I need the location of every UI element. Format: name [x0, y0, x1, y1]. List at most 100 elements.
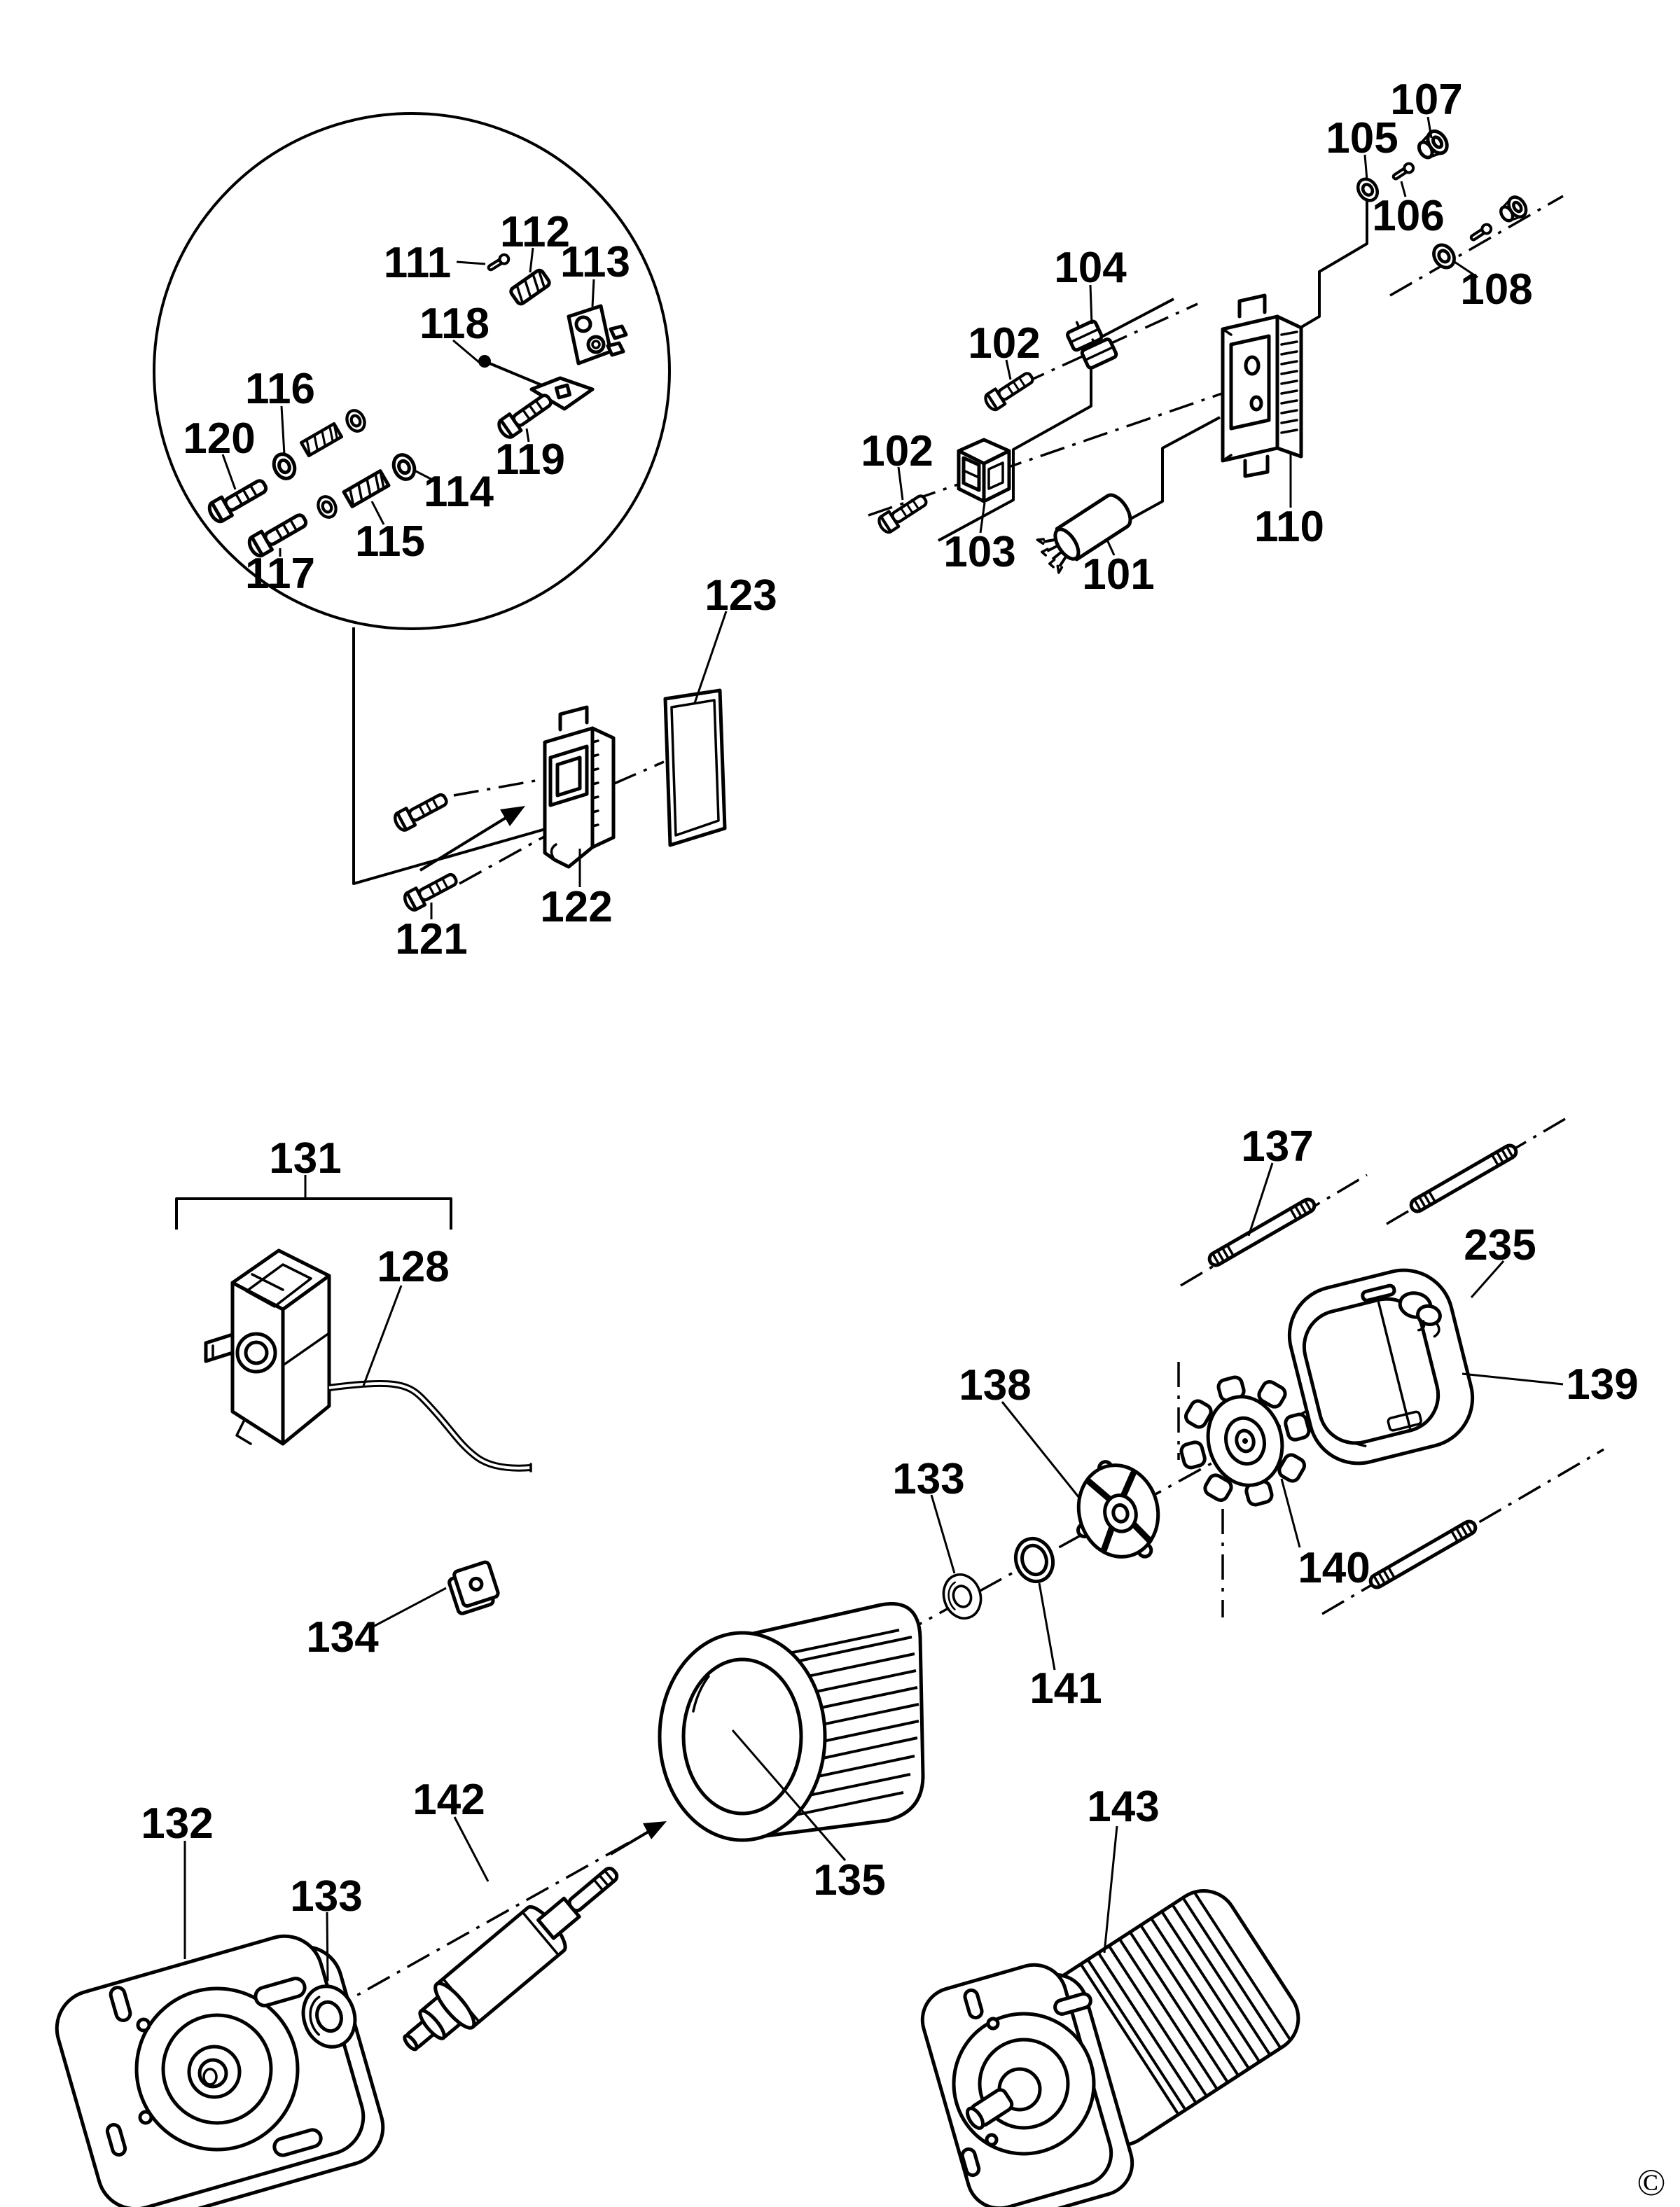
part-113-plate — [567, 304, 628, 365]
leader-134 — [373, 1587, 447, 1628]
part-label-105: 105 — [1326, 114, 1398, 162]
part-label-141: 141 — [1029, 1664, 1102, 1713]
part-133-bearing-upper — [936, 1568, 988, 1624]
part-label-106: 106 — [1372, 192, 1444, 240]
leader-142 — [453, 1816, 490, 1882]
panel-edge-left — [352, 627, 561, 885]
part-116-ring — [270, 451, 299, 482]
axis-103-110 — [868, 392, 1223, 517]
leader-108 — [1452, 259, 1478, 279]
part-label-132: 132 — [141, 1799, 213, 1848]
part-235-clip — [1398, 1291, 1442, 1338]
part-112-brush — [509, 268, 551, 306]
fan-blades — [1179, 1375, 1311, 1507]
part-label-138: 138 — [959, 1361, 1031, 1409]
part-143-motor — [920, 1888, 1300, 2207]
leader-128 — [362, 1285, 403, 1386]
leader-105 — [1363, 154, 1368, 181]
part-115-spring — [344, 471, 389, 507]
part-108-terminal-ring — [1430, 241, 1459, 271]
part-135-stator — [658, 1602, 925, 1842]
copyright-mark: © — [1637, 2161, 1665, 2203]
leader-112 — [529, 247, 534, 273]
part-label-114: 114 — [424, 468, 494, 516]
leader-116 — [280, 405, 286, 455]
leader-143 — [1103, 1825, 1118, 1954]
part-106-terminal — [1391, 162, 1415, 181]
leader-118 — [452, 339, 481, 365]
panel-staircase-a — [938, 298, 1174, 542]
part-118-lever — [478, 355, 595, 411]
part-label-123: 123 — [704, 571, 777, 620]
part-label-102-lower: 102 — [861, 427, 933, 475]
leader-113 — [591, 279, 595, 307]
leader-lines — [183, 116, 1564, 1982]
part-131-switch-box — [204, 1248, 331, 1446]
part-134-nut — [447, 1560, 500, 1615]
part-label-140: 140 — [1298, 1544, 1370, 1592]
part-137-stud-c — [1368, 1519, 1478, 1590]
leader-235 — [1470, 1260, 1505, 1298]
part-label-104: 104 — [1054, 244, 1127, 292]
leader-137 — [1247, 1162, 1274, 1237]
part-label-116: 116 — [245, 365, 315, 413]
leader-106 — [1400, 181, 1407, 197]
leader-133-upper — [930, 1494, 956, 1574]
axis-terminals-108 — [1389, 195, 1564, 297]
leader-140 — [1280, 1478, 1301, 1548]
part-label-133-lower: 133 — [290, 1872, 362, 1921]
part-142-rotor — [403, 1866, 619, 2052]
part-101-capacitor — [1036, 493, 1132, 574]
part-label-111: 111 — [384, 239, 452, 287]
part-137-stud-b — [1409, 1143, 1518, 1214]
part-label-137: 137 — [1241, 1122, 1313, 1171]
part-spring-upper — [301, 424, 342, 456]
leader-135 — [731, 1729, 847, 1861]
part-119-pin — [496, 391, 555, 440]
part-122-cover — [543, 705, 616, 869]
leader-139 — [1462, 1372, 1564, 1386]
part-label-134: 134 — [306, 1613, 379, 1662]
panel-staircase-b — [1106, 416, 1221, 534]
detail-balloon-group — [153, 112, 671, 885]
part-120-screw — [207, 475, 270, 524]
part-label-108: 108 — [1460, 265, 1532, 314]
leader-111 — [456, 260, 486, 265]
axis-121-upper — [453, 779, 540, 797]
part-label-101: 101 — [1082, 550, 1154, 599]
axis-122-to-123 — [612, 760, 665, 786]
leader-107 — [1426, 116, 1433, 139]
part-label-115: 115 — [355, 517, 425, 566]
leader-115 — [370, 501, 385, 525]
leader-102-lower — [897, 466, 904, 501]
assembly-arrow — [419, 806, 525, 872]
part-140-fan — [1179, 1375, 1311, 1507]
part-ring-upper — [344, 408, 368, 434]
part-123-gasket — [663, 688, 727, 847]
part-139-fan-cover — [1287, 1268, 1475, 1465]
leader-114 — [414, 469, 436, 482]
part-121-screw-a — [392, 790, 450, 833]
axis-121-lower — [459, 828, 557, 885]
part-label-235: 235 — [1464, 1221, 1536, 1269]
cover-assembly-group — [392, 688, 727, 912]
leader-102-upper — [1005, 359, 1012, 380]
part-label-133-upper: 133 — [892, 1455, 964, 1503]
leader-103 — [979, 502, 986, 534]
part-label-142: 142 — [412, 1776, 485, 1824]
part-110-switch-housing — [1221, 293, 1303, 478]
part-label-117: 117 — [245, 550, 315, 598]
leader-141 — [1038, 1582, 1056, 1671]
part-label-135: 135 — [813, 1856, 885, 1905]
leader-120 — [221, 454, 237, 490]
part-141-washer — [1013, 1536, 1055, 1584]
part-label-103: 103 — [943, 528, 1015, 576]
leader-138 — [1001, 1401, 1081, 1498]
switch-cluster-group — [868, 127, 1564, 574]
assembly-arrow-rotor — [609, 1821, 667, 1856]
part-137-stud-a — [1207, 1197, 1317, 1268]
part-label-128: 128 — [377, 1243, 449, 1291]
motor-exploded-group — [55, 1118, 1604, 2207]
part-104-terminal-block — [1066, 319, 1118, 370]
panel-elbow-terminals — [1287, 200, 1368, 336]
